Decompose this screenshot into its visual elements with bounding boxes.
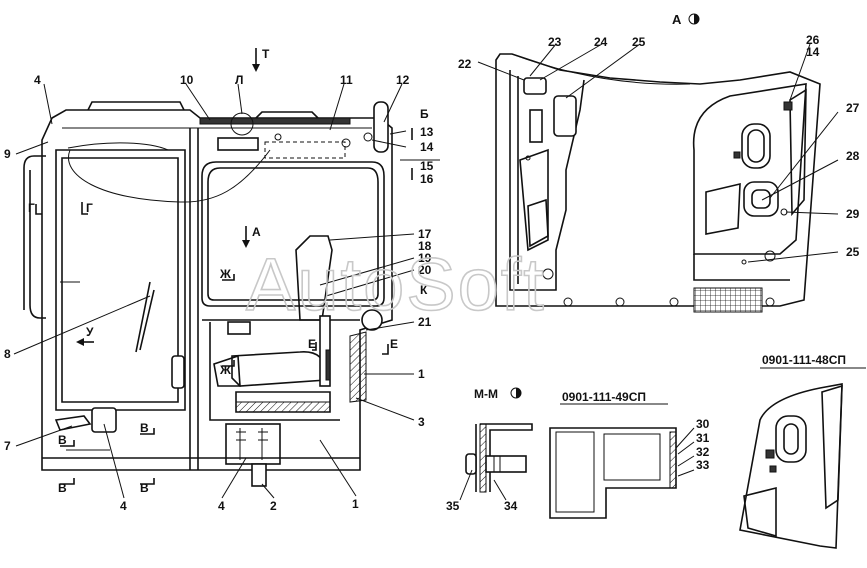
callout-18: 20 bbox=[418, 263, 432, 277]
callout-29: 29 bbox=[846, 207, 860, 221]
section-mark-v-4: В bbox=[140, 481, 149, 495]
section-mark-l: Л bbox=[235, 73, 243, 87]
callout-17: 19 bbox=[418, 251, 432, 265]
callout-28: 28 bbox=[846, 149, 860, 163]
callout-2: 2 bbox=[270, 499, 277, 513]
callout-19: 21 bbox=[418, 315, 432, 329]
callout-26: 26 bbox=[806, 33, 820, 47]
view-a-label: А bbox=[672, 12, 682, 27]
section-mark-zh-upper: Ж bbox=[219, 267, 231, 281]
callout-35: 35 bbox=[446, 499, 460, 513]
callout-31: 31 bbox=[696, 431, 710, 445]
section-mark-zh-lower: Ж bbox=[219, 363, 231, 377]
callout-6: 8 bbox=[4, 347, 11, 361]
callout-25-bottom: 25 bbox=[846, 245, 860, 259]
callout-4-top: 4 bbox=[34, 73, 41, 87]
callout-13: 15 bbox=[420, 159, 434, 173]
section-mark-a: А bbox=[252, 225, 261, 239]
section-arrows-main bbox=[35, 48, 413, 485]
main-cab-view bbox=[23, 101, 393, 487]
watermark-text: AutoSoft bbox=[246, 243, 546, 326]
callout-20: 1 bbox=[418, 367, 425, 381]
section-mark-e-left: Е bbox=[308, 337, 316, 351]
callout-12: 14 bbox=[420, 140, 434, 154]
callout-25-top: 25 bbox=[632, 35, 646, 49]
main-callouts: 4 9 10 11 12 13 14 15 16 17 18 19 20 21 … bbox=[4, 73, 434, 513]
assembly-48sp: 0901-111-48СП bbox=[739, 353, 866, 549]
section-mark-k: К bbox=[420, 283, 428, 297]
section-mm: М-М 35 34 bbox=[446, 387, 533, 513]
section-mark-b: Б bbox=[420, 107, 429, 121]
view-a: А bbox=[458, 12, 860, 313]
main-callout-leaders bbox=[13, 83, 440, 499]
callout-5: 7 bbox=[4, 439, 11, 453]
section-mark-u: У bbox=[86, 325, 94, 339]
callout-27: 27 bbox=[846, 101, 860, 115]
callout-7: 9 bbox=[4, 147, 11, 161]
callout-21: 3 bbox=[418, 415, 425, 429]
callout-9: 11 bbox=[340, 73, 353, 87]
section-mark-t: Т bbox=[262, 47, 270, 61]
section-mark-v-3: В bbox=[58, 481, 67, 495]
callout-14-va: 14 bbox=[806, 45, 820, 59]
section-mark-g-right: Г bbox=[86, 201, 93, 215]
callout-23: 23 bbox=[548, 35, 562, 49]
section-mark-g-left: Г bbox=[28, 201, 35, 215]
callout-22: 22 bbox=[458, 57, 472, 71]
section-mark-e-right: Е bbox=[390, 337, 398, 351]
callout-10: 12 bbox=[396, 73, 410, 87]
callout-24: 24 bbox=[594, 35, 608, 49]
callout-16: 18 bbox=[418, 239, 432, 253]
callout-34: 34 bbox=[504, 499, 518, 513]
callout-33: 33 bbox=[696, 458, 710, 472]
callout-1: 1 bbox=[352, 497, 359, 511]
section-letters: Т Л Б Г Г А Ж У К Е Е Ж В В В В bbox=[28, 47, 429, 495]
assembly-49sp: 0901-111-49СП 30 31 32 33 bbox=[549, 390, 710, 519]
callout-15: 17 bbox=[418, 227, 432, 241]
callout-11: 13 bbox=[420, 125, 434, 139]
section-mark-v-1: В bbox=[140, 421, 149, 435]
section-mark-v-2: В bbox=[58, 433, 67, 447]
section-mm-label: М-М bbox=[474, 387, 498, 401]
callout-32: 32 bbox=[696, 445, 710, 459]
callout-4-bottom: 4 bbox=[120, 499, 127, 513]
part-number-49sp: 0901-111-49СП bbox=[562, 390, 646, 404]
part-number-48sp: 0901-111-48СП bbox=[762, 353, 846, 367]
callout-8: 10 bbox=[180, 73, 194, 87]
callout-14: 16 bbox=[420, 172, 434, 186]
callout-3: 4 bbox=[218, 499, 225, 513]
callout-30: 30 bbox=[696, 417, 710, 431]
